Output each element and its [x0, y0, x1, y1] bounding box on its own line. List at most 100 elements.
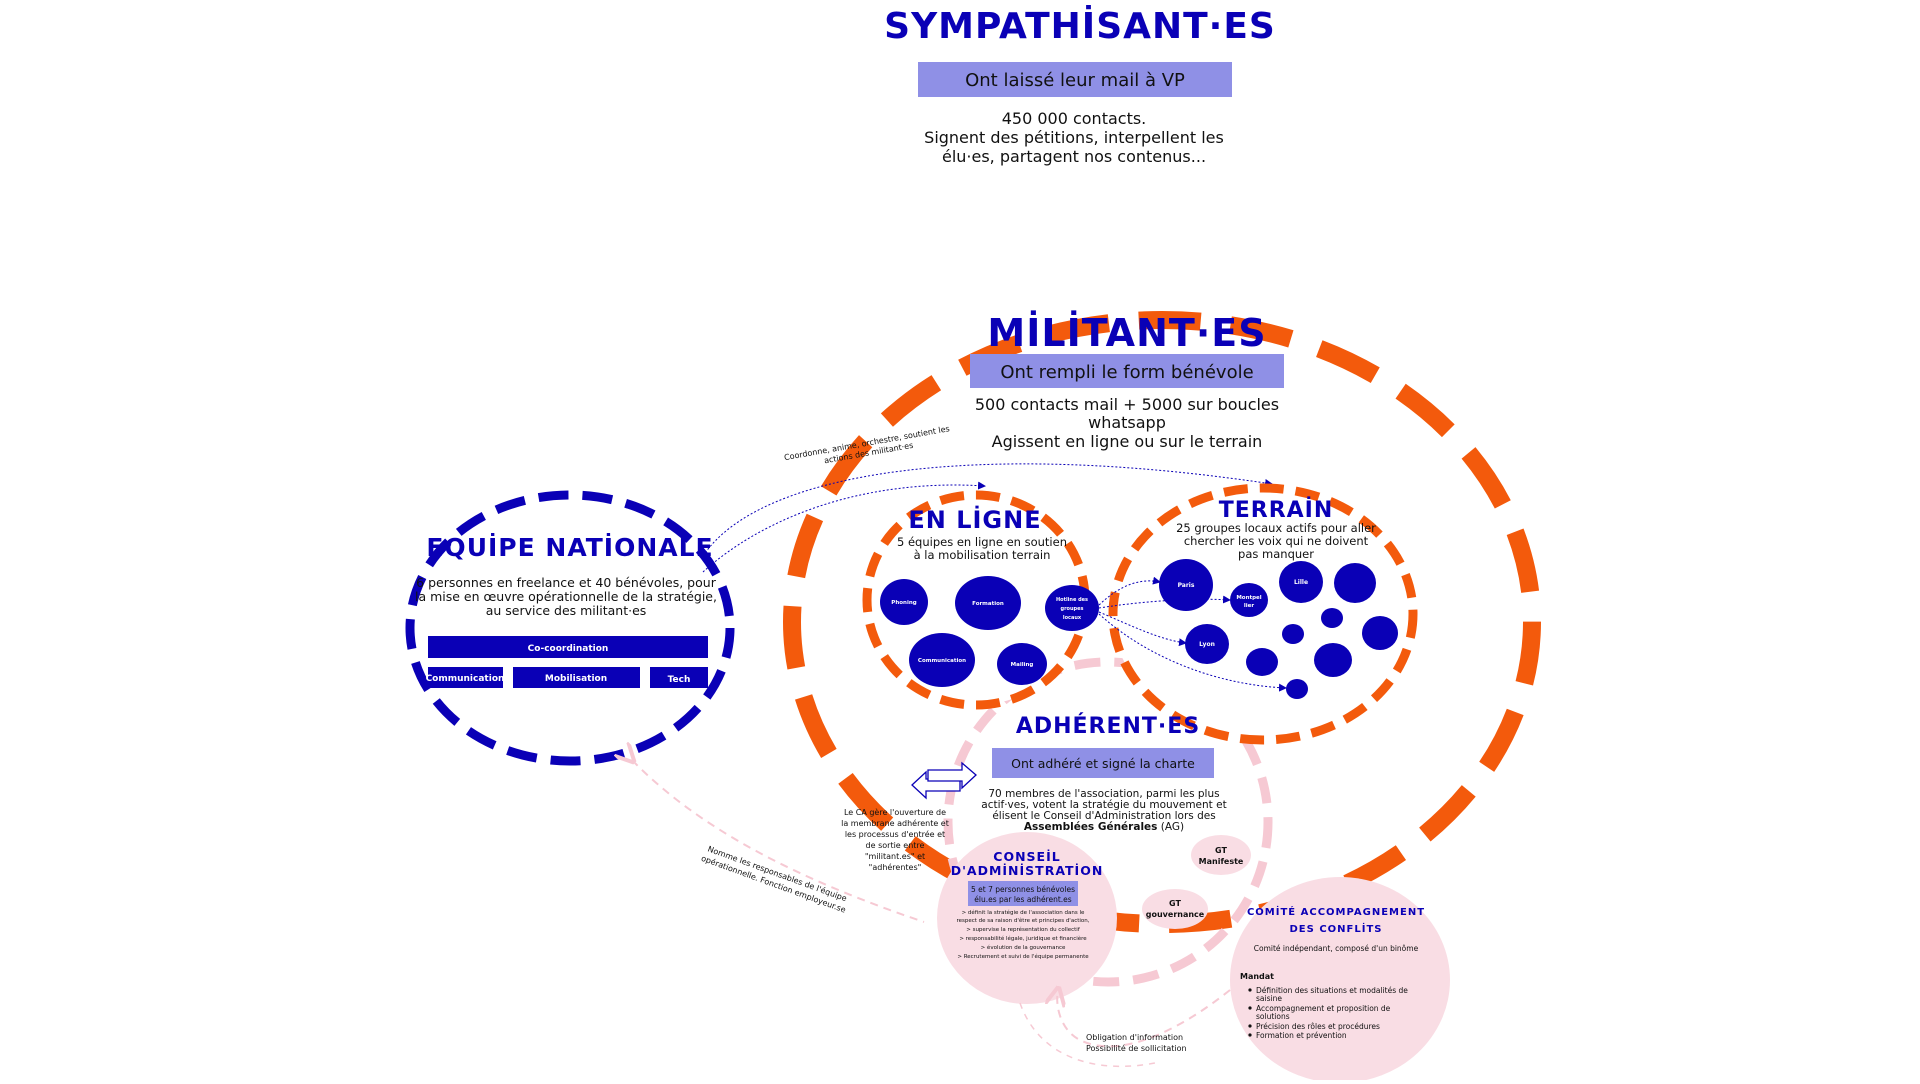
militants-desc-2: whatsapp — [1088, 413, 1166, 432]
local-group-5 — [1246, 648, 1278, 676]
adherents-membrane — [943, 657, 1273, 987]
bubble-mailing — [997, 643, 1047, 685]
city-montpellier — [1230, 583, 1268, 617]
en-ligne-desc-1: 5 équipes en ligne en soutien — [897, 535, 1067, 549]
adherents-desc-4: Assemblées Générales (AG) — [1024, 821, 1184, 833]
terrain-membrane — [1108, 483, 1418, 745]
bubble-hotline-label-1: Hotline des — [1056, 597, 1088, 603]
sympathisants-header-box — [918, 62, 1232, 97]
conseil-item-3: > supervise la représentation du collect… — [966, 926, 1081, 933]
terrain-desc-3: pas manquer — [1238, 547, 1314, 561]
exchange-arrows-icon — [911, 761, 977, 800]
sympathisants-section: SYMPATHİSANT·ES Ont laissé leur mail à V… — [884, 5, 1276, 166]
conseil-item-1: > définit la stratégie de l'association … — [962, 909, 1085, 916]
conseil-title-2: D'ADMİNİSTRATİON — [951, 863, 1104, 878]
team-communication-label: Communication — [426, 674, 505, 684]
terrain-desc-2: chercher les voix qui ne doivent — [1184, 534, 1369, 548]
hotline-links — [1098, 576, 1287, 692]
militants-desc-1: 500 contacts mail + 5000 sur boucles — [975, 395, 1279, 414]
ca-note: Le CA gère l'ouverture de la membrane ad… — [841, 807, 949, 872]
city-montpellier-label-2: lier — [1244, 603, 1255, 609]
sympathisants-header: Ont laissé leur mail à VP — [965, 70, 1185, 91]
equipe-nationale-title: EQUİPE NATİONALE — [426, 532, 713, 562]
comite-item-6: Formation et prévention — [1256, 1031, 1347, 1040]
gt-gouvernance-circle — [1142, 889, 1208, 929]
nomme-link — [632, 760, 925, 923]
bubble-hotline — [1045, 585, 1099, 631]
adherents-desc-3: élisent le Conseil d'Administration lors… — [992, 810, 1215, 822]
team-tech-box — [650, 667, 708, 688]
ca-note-5: "militant.es" et — [865, 852, 925, 861]
conseil-circle — [937, 832, 1117, 1004]
adherents-title: ADHÉRENT·ES — [1016, 713, 1200, 739]
bubble-phoning-label: Phoning — [891, 600, 916, 606]
sympathisants-desc-2: Signent des pétitions, interpellent les — [924, 128, 1224, 147]
conseil-header-1: 5 et 7 personnes bénévoles — [971, 885, 1075, 894]
local-group-7 — [1286, 679, 1308, 699]
equipe-nationale-membrane — [405, 490, 735, 766]
local-group-1 — [1334, 563, 1376, 603]
sympathisants-title: SYMPATHİSANT·ES — [884, 5, 1276, 47]
comite-mandat: Mandat — [1240, 972, 1274, 981]
local-group-2 — [1321, 608, 1343, 628]
bubble-mailing-label: Mailing — [1011, 662, 1034, 668]
militants-title: MİLİTANT·ES — [987, 311, 1266, 355]
bubble-phoning — [880, 579, 928, 625]
gt-manifeste: GT Manifeste — [1191, 835, 1251, 875]
militants-header: Ont rempli le form bénévole — [1000, 362, 1253, 383]
nomme-label-1: Nomme les responsables de l'équipe — [706, 844, 848, 904]
city-paris-label: Paris — [1178, 582, 1195, 589]
team-communication-box — [428, 667, 503, 688]
local-group-4 — [1362, 616, 1398, 650]
obligation-link — [1057, 990, 1231, 1048]
bubble-communication-label: Communication — [918, 658, 966, 664]
militants-desc-3: Agissent en ligne ou sur le terrain — [992, 432, 1263, 451]
comite-item-1: Définition des situations et modalités d… — [1256, 986, 1408, 995]
ca-note-4: de sortie entre — [866, 841, 925, 850]
city-lyon — [1185, 624, 1229, 664]
gt-manifeste-circle — [1191, 835, 1251, 875]
city-montpellier-label-1: Montpel — [1236, 595, 1261, 601]
sympathisants-desc-1: 450 000 contacts. — [1002, 109, 1147, 128]
en-ligne-desc-2: à la mobilisation terrain — [914, 548, 1051, 562]
ca-note-3: les processus d'entrée et — [845, 829, 945, 839]
conseil-title-1: CONSEİL — [993, 849, 1060, 864]
gt-gouvernance: GT gouvernance — [1142, 889, 1208, 929]
comite-item-5: Précision des rôles et procédures — [1256, 1022, 1380, 1031]
city-lyon-label: Lyon — [1199, 641, 1215, 648]
obligation-label-2: Possibilité de sollicitation — [1086, 1043, 1187, 1053]
comite-title-2: DES CONFLİTS — [1290, 921, 1383, 935]
conseil-item-2: respect de sa raison d'être et principes… — [956, 917, 1089, 924]
co-coordination-box — [428, 636, 708, 658]
city-paris — [1159, 559, 1213, 611]
adherents-desc-bold: Assemblées Générales — [1024, 821, 1158, 833]
conseil-header-box — [968, 881, 1078, 906]
coordonne-arrow-enligne — [702, 481, 986, 573]
adherents-section: ADHÉRENT·ES Ont adhéré et signé la chart… — [981, 713, 1226, 833]
militants-membrane — [783, 311, 1541, 933]
sympathisants-desc-3: élu·es, partagent nos contenus... — [942, 147, 1206, 166]
en-ligne-title: EN LİGNE — [908, 505, 1041, 534]
comite-item-4: solutions — [1256, 1012, 1290, 1021]
bubble-communication — [909, 633, 975, 687]
team-mobilisation-label: Mobilisation — [545, 674, 607, 684]
equipe-nationale-desc-2: la mise en œuvre opérationnelle de la st… — [415, 589, 717, 604]
adherents-desc-1: 70 membres de l'association, parmi les p… — [988, 788, 1219, 800]
equipe-nationale-desc-3: au service des militant·es — [486, 603, 647, 618]
gt-gouvernance-label-2: gouvernance — [1146, 910, 1205, 919]
comite-item-2: saisine — [1256, 994, 1282, 1003]
terrain-title: TERRAİN — [1219, 497, 1334, 523]
gt-manifeste-label-1: GT — [1215, 846, 1227, 855]
comite-title-1: COMİTÉ ACCOMPAGNEMENT — [1247, 904, 1425, 918]
bubble-hotline-label-3: locaux — [1063, 615, 1082, 621]
adherents-header: Ont adhéré et signé la charte — [1011, 756, 1195, 771]
comite-item-3: Accompagnement et proposition de — [1256, 1004, 1391, 1013]
gt-manifeste-label-2: Manifeste — [1199, 857, 1244, 866]
bubble-hotline-label-2: groupes — [1061, 606, 1084, 612]
adherents-desc-tail: (AG) — [1157, 821, 1184, 833]
city-lille — [1279, 561, 1323, 603]
comite-section: COMİTÉ ACCOMPAGNEMENT DES CONFLİTS Comit… — [1230, 877, 1450, 1083]
team-mobilisation-box — [513, 667, 640, 688]
conseil-item-6: > Recrutement et suivi de l'équipe perma… — [957, 953, 1089, 960]
